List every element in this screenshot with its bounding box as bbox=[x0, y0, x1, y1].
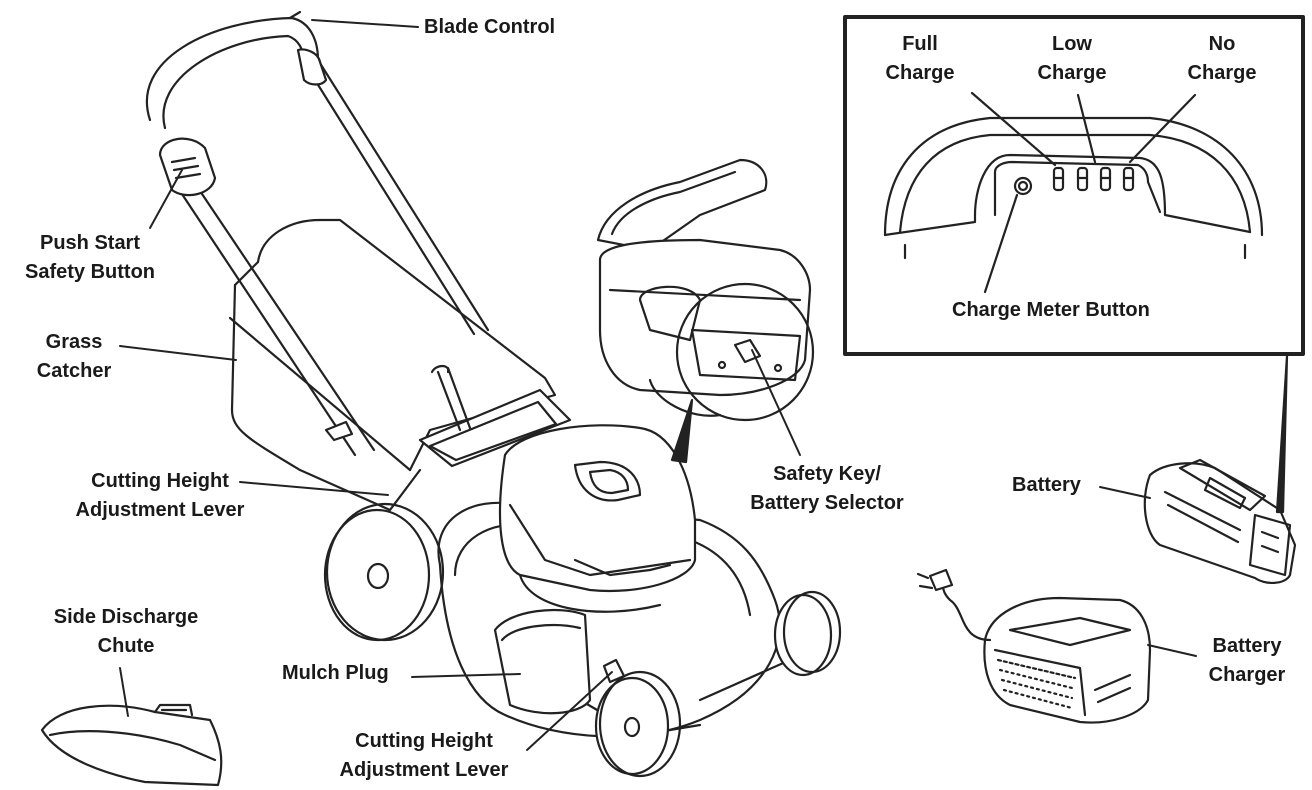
label-push-start-safety-button: Push Start Safety Button bbox=[6, 229, 174, 287]
label-mulch-plug: Mulch Plug bbox=[282, 659, 389, 688]
label-safety-key-battery-selector: Safety Key/ Battery Selector bbox=[740, 460, 914, 518]
inset-low-line2: Charge bbox=[1037, 62, 1107, 84]
front-wheel bbox=[594, 670, 682, 778]
inset-label-full-charge: Full Charge bbox=[872, 30, 968, 88]
rear-wheel bbox=[323, 502, 445, 642]
label-cutting-height-line2: Adjustment Lever bbox=[75, 499, 245, 521]
label-battery-charger: Battery Charger bbox=[1192, 632, 1302, 690]
label-battery-text: Battery bbox=[1012, 474, 1081, 496]
inset-full-line1: Full bbox=[902, 33, 938, 55]
label-battery-charger-line2: Charger bbox=[1208, 664, 1286, 686]
label-battery: Battery bbox=[1012, 471, 1081, 500]
inset-no-line2: Charge bbox=[1187, 62, 1257, 84]
inset-label-no-charge: No Charge bbox=[1174, 30, 1270, 88]
inset-full-line2: Charge bbox=[885, 62, 955, 84]
battery-cover bbox=[498, 424, 697, 613]
inset-battery-top bbox=[883, 116, 1264, 260]
label-safety-key-line2: Battery Selector bbox=[750, 492, 904, 514]
label-side-discharge-chute: Side Discharge Chute bbox=[36, 603, 216, 661]
inset-label-low-charge: Low Charge bbox=[1024, 30, 1120, 88]
magnifier-circle bbox=[675, 282, 815, 422]
safety-key-detail bbox=[690, 328, 802, 382]
label-cutting-height-line1: Cutting Height bbox=[91, 470, 229, 492]
mower-handle bbox=[145, 10, 490, 472]
inset-charge-meter-text: Charge Meter Button bbox=[952, 299, 1150, 321]
label-push-start-line2: Safety Button bbox=[25, 261, 155, 283]
label-safety-key-line1: Safety Key/ bbox=[773, 463, 881, 485]
battery-compartment-illustration bbox=[596, 158, 812, 417]
label-blade-control: Blade Control bbox=[424, 13, 555, 42]
label-grass-catcher-line1: Grass bbox=[45, 331, 103, 353]
label-cutting-height-adjustment-lever: Cutting Height Adjustment Lever bbox=[54, 467, 266, 525]
inset-low-line1: Low bbox=[1052, 33, 1092, 55]
label-side-discharge-line1: Side Discharge bbox=[53, 606, 199, 628]
mulch-plug bbox=[493, 608, 592, 715]
label-cutting-height-adjustment-lever-lower: Cutting Height Adjustment Lever bbox=[318, 727, 530, 785]
right-wheel bbox=[773, 590, 842, 677]
grass-catcher bbox=[230, 218, 572, 512]
label-grass-catcher-line2: Catcher bbox=[36, 360, 112, 382]
side-discharge-chute bbox=[40, 703, 223, 787]
label-grass-catcher: Grass Catcher bbox=[26, 328, 122, 386]
label-cutting-height-lower-line1: Cutting Height bbox=[355, 730, 493, 752]
leader-lines bbox=[119, 19, 1197, 751]
push-start-button-housing bbox=[158, 137, 217, 197]
inset-no-line1: No bbox=[1208, 33, 1236, 55]
label-blade-control-text: Blade Control bbox=[424, 16, 556, 38]
inset-label-charge-meter-button: Charge Meter Button bbox=[952, 296, 1150, 325]
label-side-discharge-line2: Chute bbox=[97, 635, 155, 657]
battery-pack bbox=[1143, 458, 1297, 584]
battery-charger bbox=[916, 568, 1152, 724]
label-battery-charger-line1: Battery bbox=[1212, 635, 1282, 657]
label-push-start-line1: Push Start bbox=[39, 232, 141, 254]
label-cutting-height-lower-line2: Adjustment Lever bbox=[339, 759, 509, 781]
label-mulch-plug-text: Mulch Plug bbox=[282, 662, 389, 684]
inset-frame bbox=[843, 15, 1305, 356]
